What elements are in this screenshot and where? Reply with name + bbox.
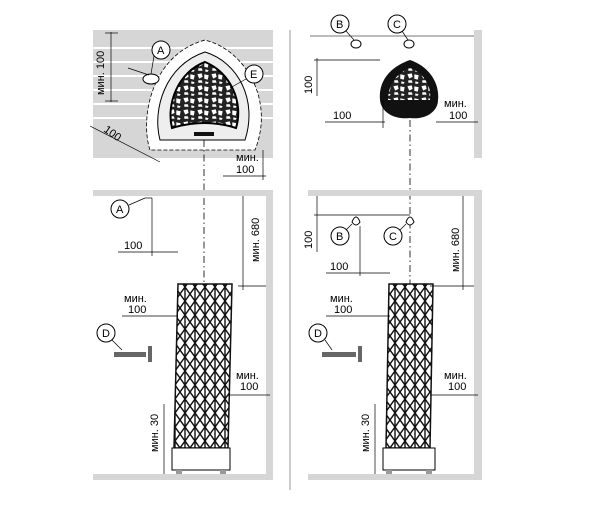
label-c-elevation: C (389, 231, 397, 243)
dim-100-left-middle: 100 (128, 304, 146, 316)
elevation-left: 100 мин. 680 мин. 100 мин. 100 мин. 30 A… (93, 190, 273, 480)
elevation-right: 100 100 мин. 680 мин. 100 мин. 100 мин. … (303, 190, 482, 480)
dim-100-label: 100 (236, 164, 254, 176)
dim-100-right-lower: 100 (448, 381, 466, 393)
ceiling-left (93, 190, 273, 196)
dim-min-label: мин. (236, 152, 259, 164)
dim-100-left-upper: 100 (124, 240, 142, 252)
dim-min30-right: мин. 30 (360, 414, 372, 452)
dim-100-left-lower: 100 (240, 381, 258, 393)
ceiling-right (308, 190, 482, 196)
plan-view-corner: мин. 100 100 мин. 100 A E (89, 30, 273, 180)
floor-left (93, 474, 273, 480)
dim-min-right: мин. (330, 293, 353, 305)
label-a-plan: A (157, 45, 165, 57)
heater-right (385, 283, 434, 449)
dim-min680-right: мин. 680 (450, 228, 462, 272)
label-e: E (250, 69, 257, 81)
dim-100-right-vertical: 100 (303, 231, 315, 249)
label-a-elevation: A (116, 204, 124, 216)
label-d-right: D (314, 328, 322, 340)
dim-100-top-right-left: 100 (333, 110, 351, 122)
dim-min680-left: мин. 680 (250, 218, 262, 262)
floor-right (308, 474, 482, 480)
label-b-elevation: B (336, 231, 343, 243)
dim-min-top-right: мин. (444, 98, 467, 110)
side-wall-right (474, 190, 482, 480)
label-c-plan: C (393, 19, 401, 31)
dim-100-top-right-vertical: 100 (303, 76, 315, 94)
dim-min-right-lower: мин. (444, 370, 467, 382)
side-wall-left (266, 190, 273, 480)
dim-100-right-upper: 100 (330, 261, 348, 273)
wall-plan-right (474, 30, 482, 158)
dim-min30-left: мин. 30 (149, 414, 161, 452)
dim-100-right-middle: 100 (334, 304, 352, 316)
dim-100-top-right-right: 100 (449, 110, 467, 122)
dim-min-left-lower: мин. (236, 370, 259, 382)
label-b-plan: B (336, 19, 343, 31)
dim-min100-vertical: мин. 100 (95, 51, 107, 95)
heater-left (173, 283, 233, 449)
label-d-left: D (102, 328, 110, 340)
dim-min-left: мин. (124, 293, 147, 305)
plan-view-wall: 100 100 мин. 100 B C (303, 14, 482, 158)
